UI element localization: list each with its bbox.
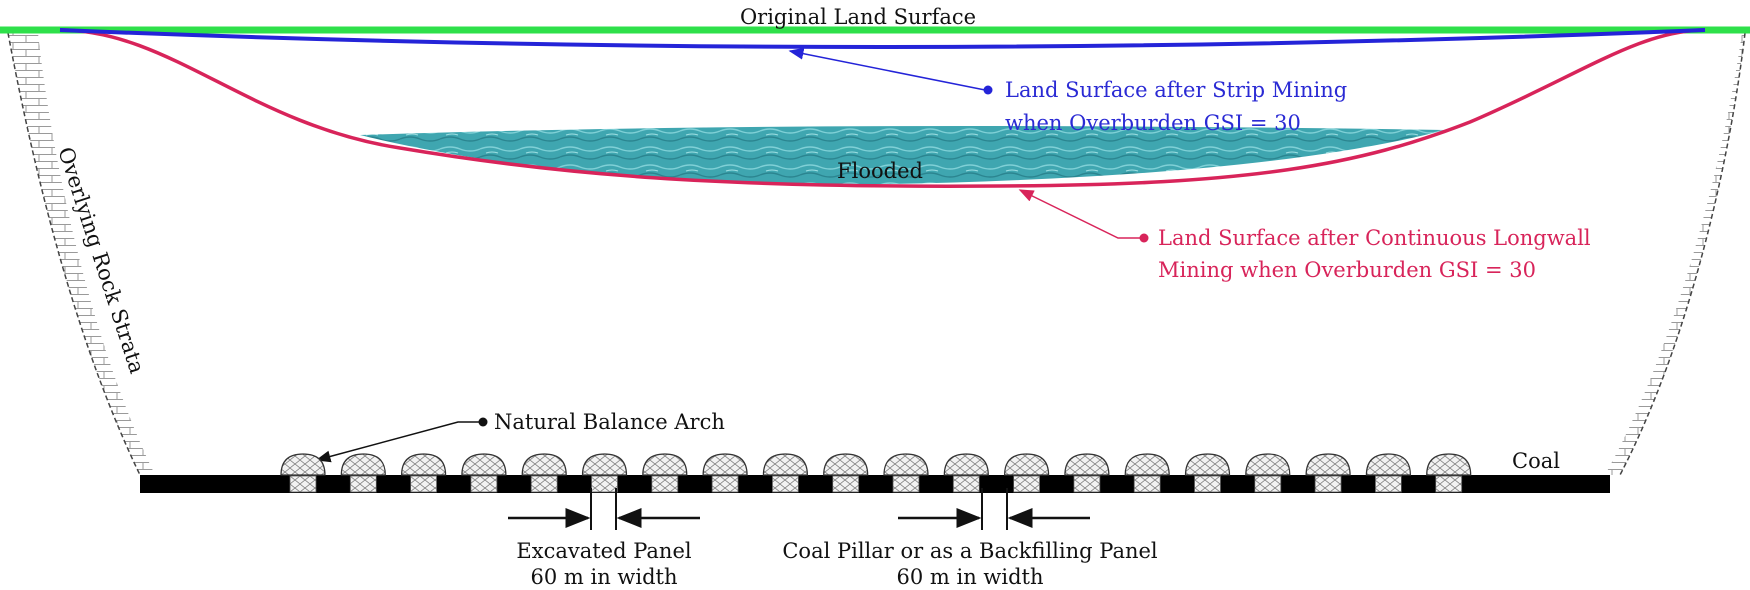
balance-arch	[823, 453, 869, 476]
excavated-panel	[470, 475, 498, 493]
balance-arch	[1305, 453, 1351, 476]
excavated-panel	[591, 475, 618, 493]
strip-surface-label-2: when Overburden GSI = 30	[1005, 111, 1301, 135]
balance-arch	[280, 453, 326, 476]
panel-row	[280, 453, 1472, 493]
coal-seam	[140, 475, 1610, 493]
longwall-surface-label-1: Land Surface after Continuous Longwall	[1158, 226, 1591, 250]
excavated-panel-label-2: 60 m in width	[531, 565, 678, 589]
excavated-panel	[349, 475, 377, 493]
excavated-panel	[530, 475, 558, 493]
flooded-water	[360, 126, 1445, 185]
balance-arch	[461, 453, 507, 476]
strip-surface-curve	[59, 28, 1706, 49]
coal-label: Coal	[1512, 449, 1560, 473]
balance-arch	[1245, 453, 1291, 476]
balance-arch	[1184, 453, 1231, 476]
balance-arch	[581, 453, 628, 476]
balance-arch	[1064, 453, 1110, 476]
left-rock-strata	[7, 32, 155, 476]
pillar-panel-label-1: Coal Pillar or as a Backfilling Panel	[782, 539, 1158, 563]
excavated-panel	[1073, 475, 1101, 493]
excavated-panel	[1435, 475, 1463, 493]
original-surface-label: Original Land Surface	[740, 5, 976, 29]
flooded-label: Flooded	[837, 159, 923, 183]
balance-arch	[1124, 453, 1170, 476]
excavated-panel	[1133, 475, 1161, 493]
excavated-panel	[892, 475, 920, 493]
balance-arch	[702, 453, 748, 476]
excavated-panel	[711, 475, 739, 493]
excavated-panel	[772, 475, 799, 493]
excavated-panel-label-1: Excavated Panel	[516, 539, 691, 563]
longwall-leader	[1018, 189, 1149, 243]
excavated-panel	[1254, 475, 1282, 493]
excavated-panel	[410, 475, 438, 493]
longwall-surface-label-2: Mining when Overburden GSI = 30	[1158, 258, 1536, 282]
excavated-panel	[832, 475, 860, 493]
excavated-panel	[952, 475, 980, 493]
excavated-panel	[1375, 475, 1402, 493]
pillar-panel-label-2: 60 m in width	[897, 565, 1044, 589]
balance-arch	[1003, 453, 1050, 476]
balance-arch	[1426, 453, 1472, 476]
balance-arch	[400, 453, 447, 476]
balance-arch	[521, 453, 567, 476]
strip-surface-label-1: Land Surface after Strip Mining	[1005, 78, 1347, 102]
excavated-panel	[1314, 475, 1342, 493]
excavated-panel	[1194, 475, 1221, 493]
arch-leader	[315, 417, 488, 463]
excavated-panel	[1013, 475, 1040, 493]
excavated-panel	[289, 475, 317, 493]
pillar-width-marker	[898, 488, 1090, 530]
longwall-surface-curve	[59, 28, 1706, 188]
balance-arch	[340, 453, 386, 476]
strip-leader	[788, 47, 993, 95]
excavated-width-marker	[508, 488, 700, 530]
balance-arch	[762, 453, 809, 476]
balance-arch	[883, 453, 929, 476]
balance-arch	[943, 453, 989, 476]
balance-arch	[1365, 453, 1412, 476]
natural-arch-label: Natural Balance Arch	[494, 410, 725, 434]
right-rock-strata	[1605, 32, 1746, 476]
excavated-panel	[651, 475, 679, 493]
balance-arch	[642, 453, 688, 476]
